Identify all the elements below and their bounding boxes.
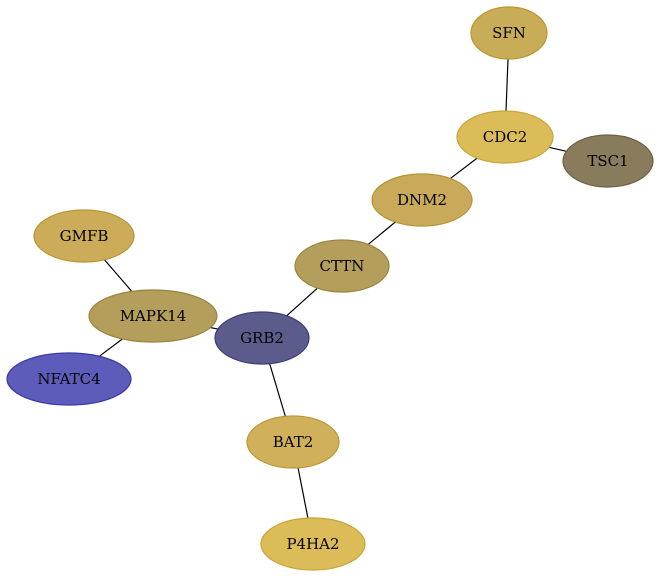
node-label: MAPK14 <box>120 307 187 325</box>
node-label: P4HA2 <box>286 535 339 553</box>
node-grb2[interactable]: GRB2 <box>214 311 310 365</box>
node-p4ha2[interactable]: P4HA2 <box>260 517 366 571</box>
node-shape[interactable] <box>33 209 135 263</box>
node-shape[interactable] <box>88 289 218 343</box>
edge-cdc2-tsc1 <box>548 146 567 152</box>
edge-grb2-bat2 <box>269 363 286 417</box>
node-label: SFN <box>492 24 526 42</box>
node-shape[interactable] <box>456 110 554 164</box>
edge-dnm2-cttn <box>367 221 396 245</box>
node-shape[interactable] <box>6 352 132 406</box>
node-label: CTTN <box>320 257 365 275</box>
node-label: GRB2 <box>240 329 284 347</box>
edge-gmfb-mapk14 <box>104 259 133 292</box>
node-shape[interactable] <box>214 311 310 365</box>
edges-layer <box>98 58 567 519</box>
node-tsc1[interactable]: TSC1 <box>562 134 654 188</box>
node-nfatc4[interactable]: NFATC4 <box>6 352 132 406</box>
node-label: TSC1 <box>587 152 628 170</box>
node-mapk14[interactable]: MAPK14 <box>88 289 218 343</box>
node-cttn[interactable]: CTTN <box>294 239 390 293</box>
node-dnm2[interactable]: DNM2 <box>371 173 473 227</box>
node-label: CDC2 <box>483 128 528 146</box>
node-shape[interactable] <box>562 134 654 188</box>
edge-mapk14-grb2 <box>210 326 218 330</box>
node-label: GMFB <box>60 227 109 245</box>
node-shape[interactable] <box>294 239 390 293</box>
node-label: BAT2 <box>273 433 314 451</box>
edge-mapk14-nfatc4 <box>98 338 123 357</box>
node-cdc2[interactable]: CDC2 <box>456 110 554 164</box>
node-gmfb[interactable]: GMFB <box>33 209 135 263</box>
edge-bat2-p4ha2 <box>297 467 309 519</box>
edge-cttn-grb2 <box>286 287 318 317</box>
node-sfn[interactable]: SFN <box>470 6 548 60</box>
edge-cdc2-dnm2 <box>449 157 478 180</box>
edge-sfn-cdc2 <box>505 58 509 112</box>
node-label: NFATC4 <box>37 370 100 388</box>
node-shape[interactable] <box>246 415 340 469</box>
node-shape[interactable] <box>371 173 473 227</box>
node-bat2[interactable]: BAT2 <box>246 415 340 469</box>
node-label: DNM2 <box>397 191 447 209</box>
node-shape[interactable] <box>260 517 366 571</box>
node-shape[interactable] <box>470 6 548 60</box>
